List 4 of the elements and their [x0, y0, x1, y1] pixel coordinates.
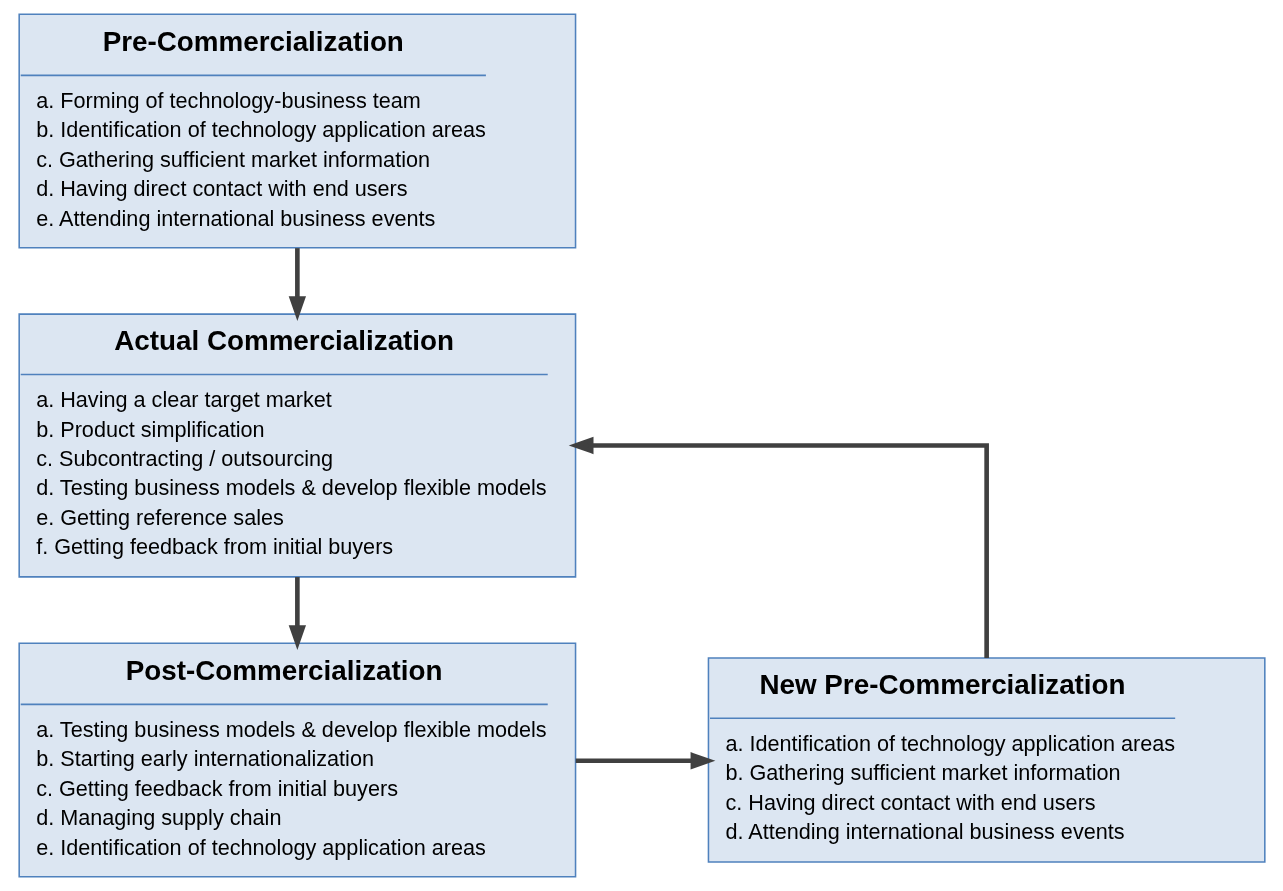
arrow	[288, 577, 306, 650]
arrow	[568, 436, 989, 658]
arrow	[288, 248, 306, 322]
arrow	[575, 752, 715, 770]
